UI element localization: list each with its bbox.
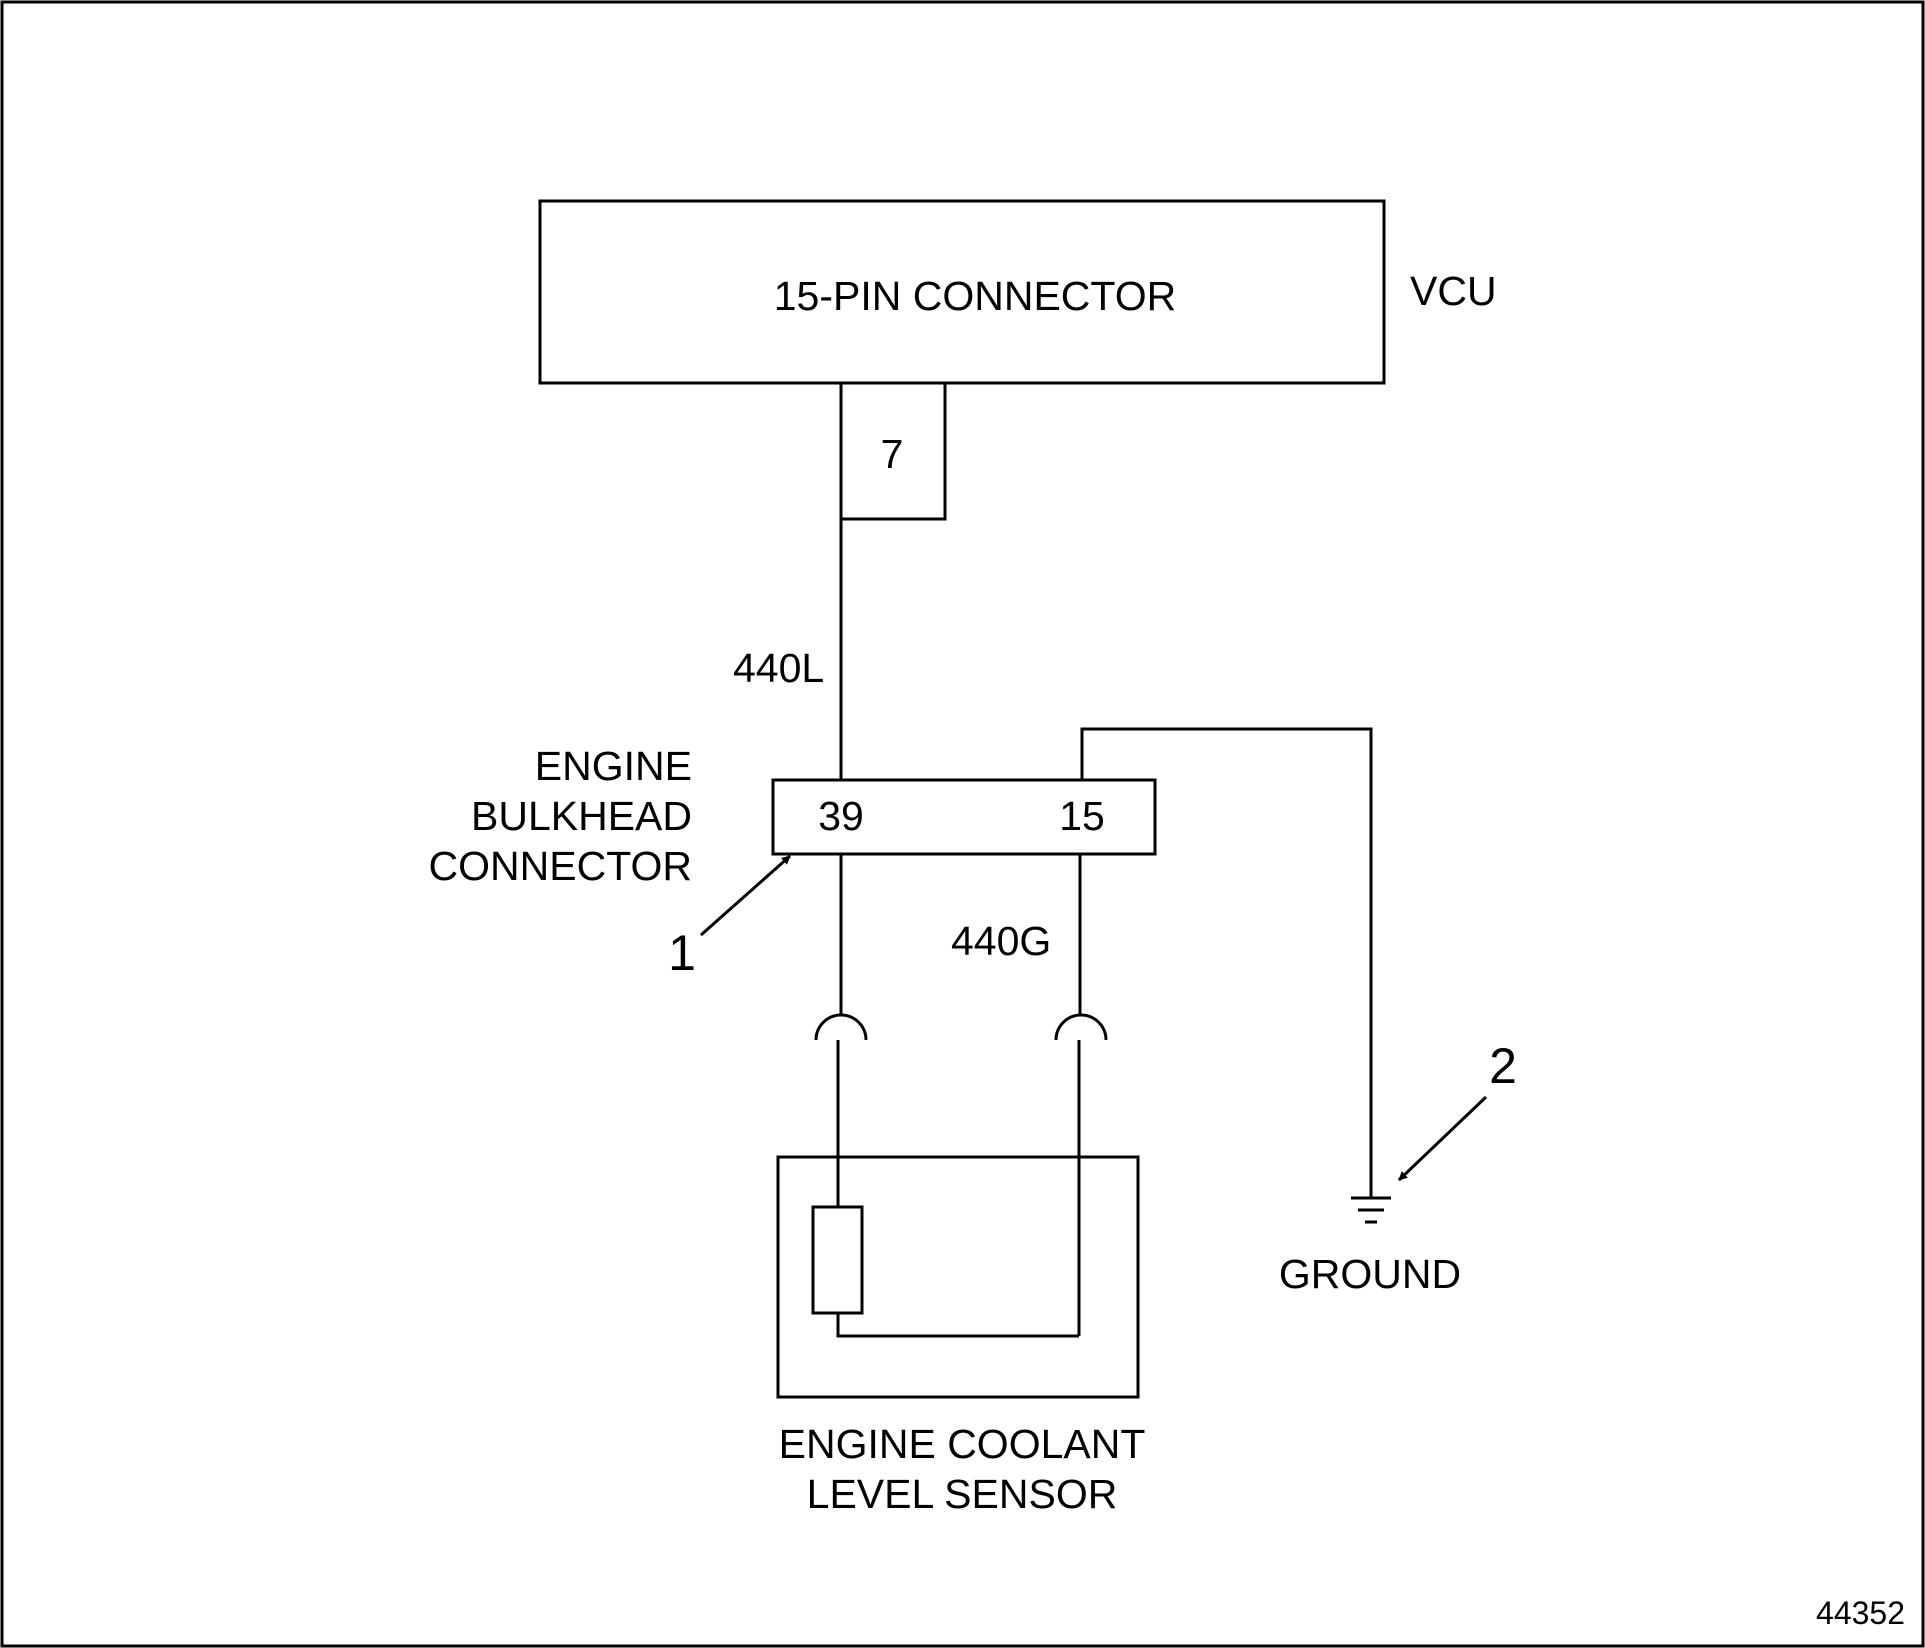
sensor-internal-wire bbox=[836, 1313, 1079, 1338]
sensor-label-line2: LEVEL SENSOR bbox=[807, 1471, 1118, 1517]
sensor-label-line1: ENGINE COOLANT bbox=[779, 1421, 1146, 1467]
wire-440l-label: 440L bbox=[733, 645, 824, 691]
vcu-pin-box bbox=[839, 381, 947, 521]
callout-2: 2 bbox=[1489, 1038, 1517, 1094]
figure-number: 44352 bbox=[1816, 1595, 1905, 1631]
vcu-pin-label: 7 bbox=[881, 431, 904, 477]
bulkhead-label-line1: ENGINE bbox=[535, 743, 692, 789]
bulkhead-label-line2: BULKHEAD bbox=[471, 793, 692, 839]
ground-wire bbox=[1080, 727, 1373, 1198]
callout-1-arrow bbox=[700, 854, 791, 937]
bulkhead-pin-right: 15 bbox=[1059, 793, 1105, 839]
ground-label: GROUND bbox=[1279, 1251, 1461, 1297]
bulkhead-connector-box bbox=[771, 778, 1157, 856]
vcu-connector-label: 15-PIN CONNECTOR bbox=[774, 273, 1176, 319]
ground-symbol bbox=[1351, 1196, 1391, 1224]
callout-2-arrow bbox=[1397, 1095, 1488, 1182]
plug-arc-right bbox=[1054, 1013, 1108, 1041]
bulkhead-pin-left: 39 bbox=[818, 793, 864, 839]
wire-440g-label: 440G bbox=[951, 918, 1051, 964]
sensor-element bbox=[811, 1205, 864, 1315]
sensor-housing bbox=[776, 1155, 1140, 1399]
plug-arc-left bbox=[814, 1013, 868, 1041]
vcu-label: VCU bbox=[1410, 268, 1497, 314]
vcu-connector-box bbox=[538, 199, 1386, 385]
bulkhead-label-line3: CONNECTOR bbox=[429, 843, 692, 889]
callout-1: 1 bbox=[668, 925, 696, 981]
